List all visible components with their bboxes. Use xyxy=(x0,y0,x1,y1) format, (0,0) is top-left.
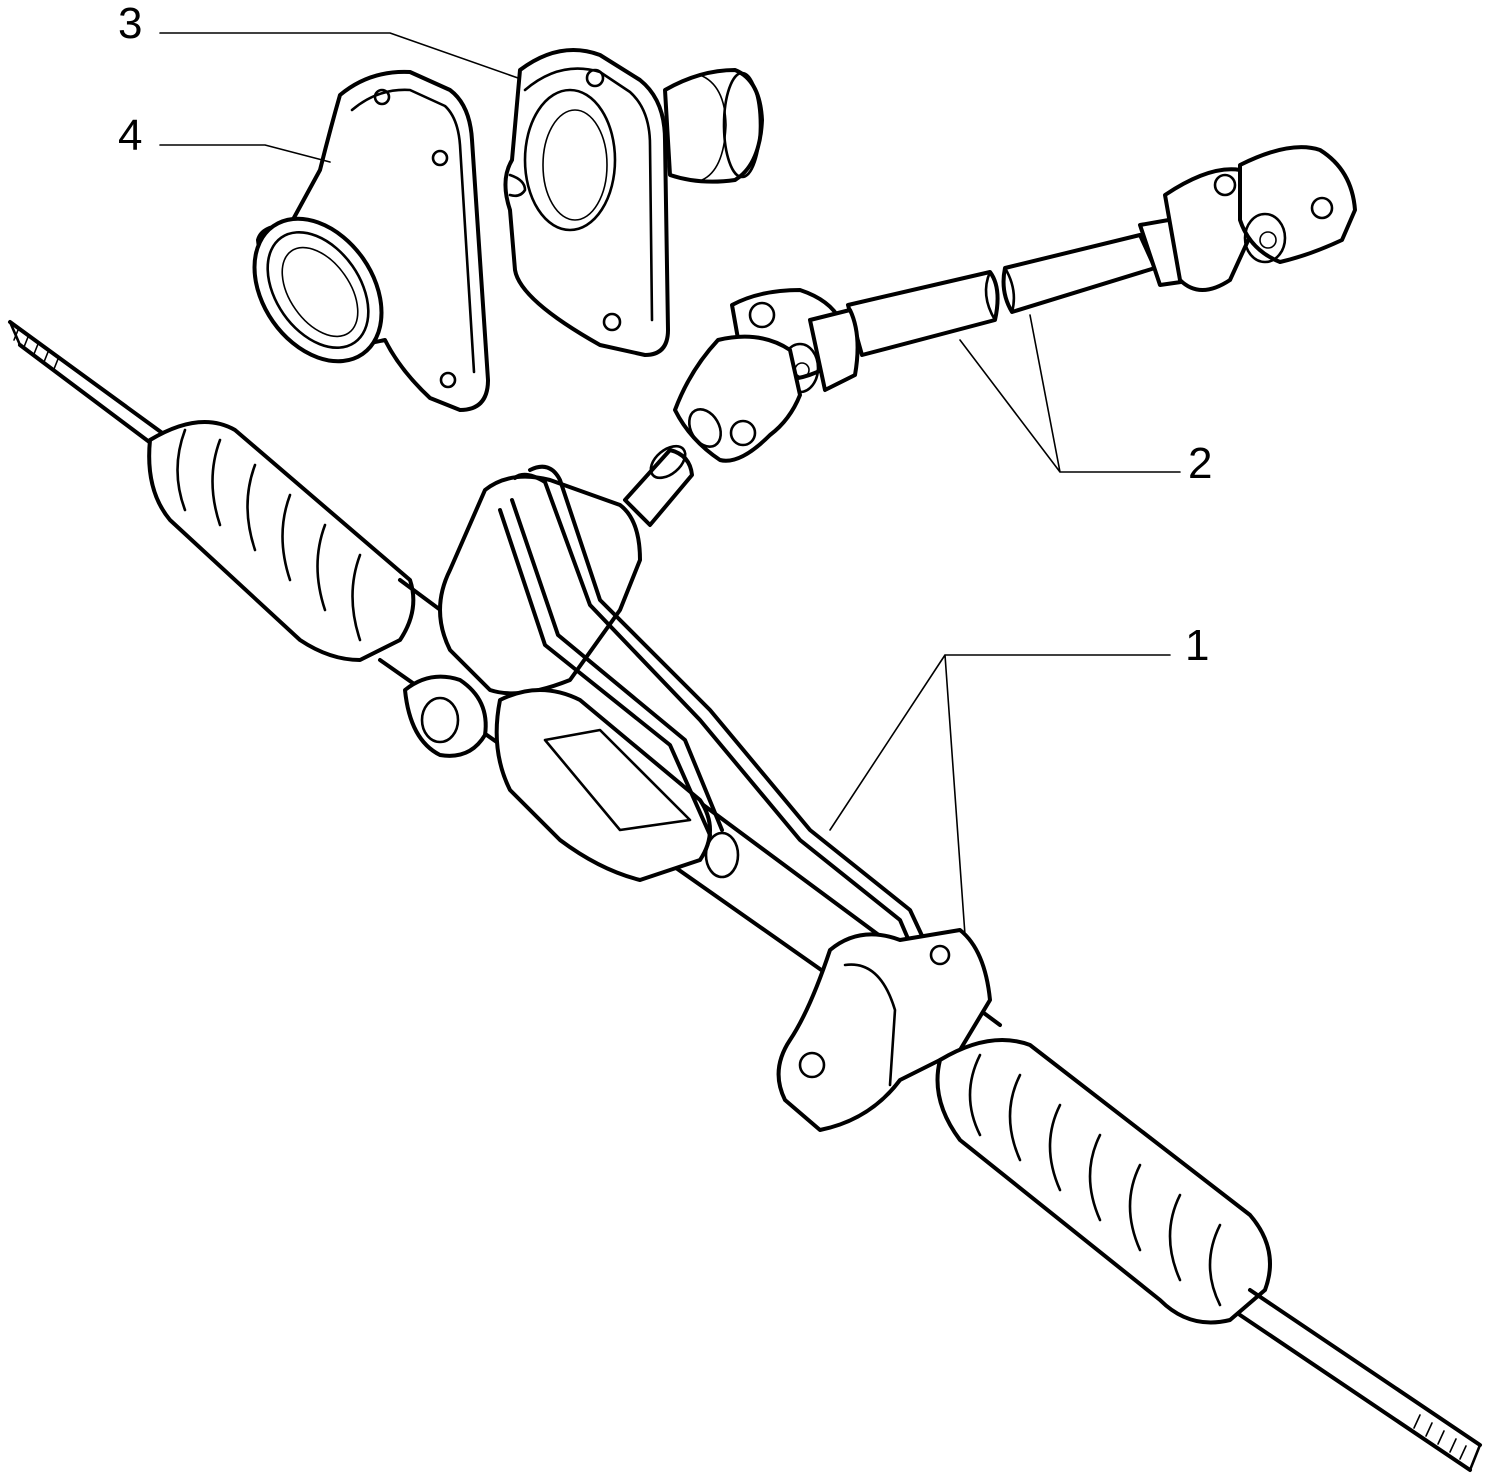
callout-label-3: 3 xyxy=(118,0,142,48)
callout-leaders xyxy=(159,32,519,163)
callout-label-1: 1 xyxy=(1185,621,1209,670)
part-2-steering-shaft xyxy=(673,145,1357,473)
part-1-steering-rack xyxy=(8,320,1482,1472)
part-3-flange-cover xyxy=(503,48,764,357)
callout-label-4: 4 xyxy=(118,111,142,160)
callout-label-2: 2 xyxy=(1188,439,1212,488)
part-4-conical-housing xyxy=(252,69,490,412)
